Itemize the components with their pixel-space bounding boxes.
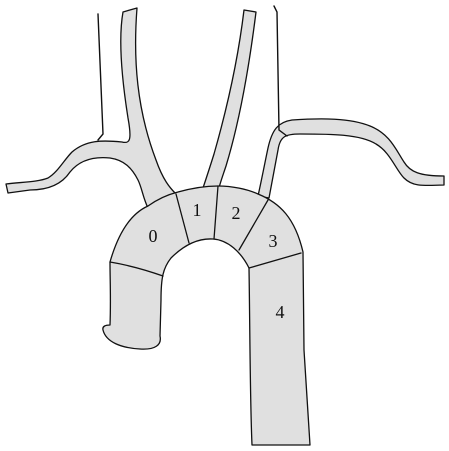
segment-label-0: 0 <box>149 226 158 246</box>
segment-label-4: 4 <box>276 302 285 322</box>
middle-branch-vessel <box>203 10 256 192</box>
right-wire-line <box>274 6 287 136</box>
segment-label-1: 1 <box>193 200 202 220</box>
left-wire-line <box>98 14 103 140</box>
left-branch-vessel <box>6 8 176 208</box>
segment-label-2: 2 <box>232 203 241 223</box>
right-branch-vessel <box>258 119 444 198</box>
segment-label-3: 3 <box>269 231 278 251</box>
